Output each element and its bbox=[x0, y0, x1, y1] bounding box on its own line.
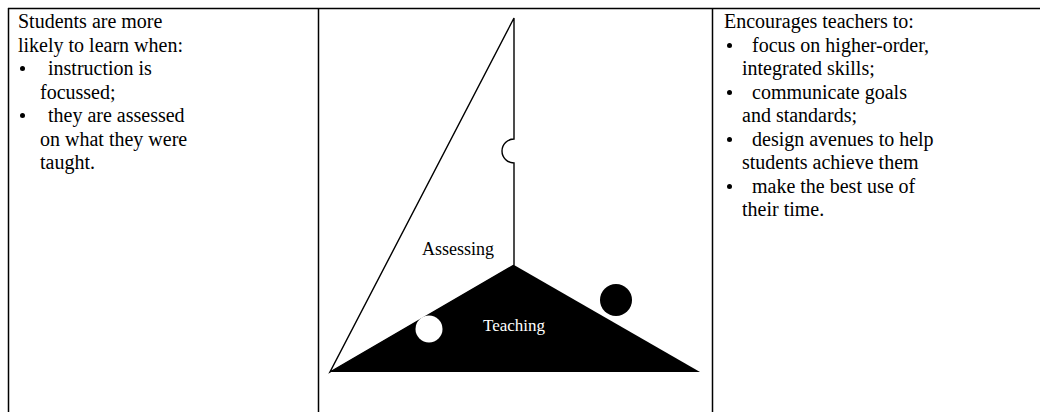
bullet-text: focus on higher-order, integrated skills… bbox=[742, 34, 972, 81]
table-rule bbox=[712, 8, 714, 412]
bullet-dot bbox=[727, 184, 732, 189]
bullet-dot bbox=[20, 66, 25, 71]
puzzle-socket bbox=[416, 316, 443, 343]
bullet-dot bbox=[20, 113, 25, 118]
bullet-text: make the best use of their time. bbox=[742, 175, 942, 222]
text-block: communicate goals and standards; bbox=[742, 81, 924, 128]
table-cell: Encourages teachers to:focus on higher-o… bbox=[712, 8, 1040, 412]
bullet-text: instruction is focussed; bbox=[40, 57, 190, 104]
text-block: instruction is focussed; bbox=[40, 57, 190, 104]
text-block: they are assessed on what they were taug… bbox=[40, 104, 190, 175]
text-block: make the best use of their time. bbox=[742, 175, 942, 222]
bullet-text: design avenues to help students achieve … bbox=[742, 128, 970, 175]
teaching-piece: Teaching bbox=[328, 262, 702, 374]
cell-heading: Encourages teachers to: bbox=[724, 10, 944, 34]
text-block: Encourages teachers to: bbox=[724, 10, 944, 34]
puzzle-fill bbox=[330, 265, 700, 372]
bullet-text: they are assessed on what they were taug… bbox=[40, 104, 190, 175]
text-block: Students are more likely to learn when: bbox=[18, 10, 198, 57]
text-block: design avenues to help students achieve … bbox=[742, 128, 970, 175]
table-rule bbox=[318, 8, 320, 412]
text-block: focus on higher-order, integrated skills… bbox=[742, 34, 972, 81]
bullet-text: communicate goals and standards; bbox=[742, 81, 924, 128]
piece-label: Teaching bbox=[483, 316, 545, 336]
piece-label: Assessing bbox=[422, 239, 494, 260]
bullet-dot bbox=[727, 43, 732, 48]
cell-heading: Students are more likely to learn when: bbox=[18, 10, 198, 57]
bullet-dot bbox=[727, 90, 732, 95]
puzzle-knob bbox=[600, 284, 632, 316]
table-cell: Students are more likely to learn when:i… bbox=[8, 8, 318, 412]
table-rule bbox=[8, 8, 1040, 10]
bullet-dot bbox=[727, 137, 732, 142]
table-rule bbox=[8, 8, 10, 412]
